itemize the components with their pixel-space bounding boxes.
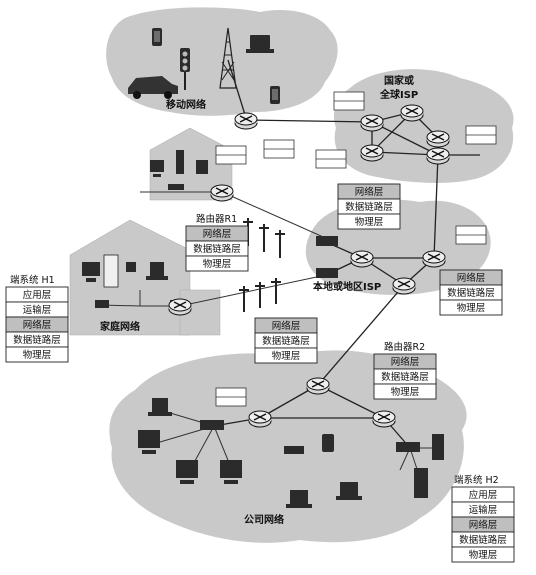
stack-layer-label: 网络层: [272, 320, 301, 332]
switch-icon: [396, 442, 420, 452]
monitor-icon: [138, 430, 160, 448]
stack-layer-label: 物理层: [457, 302, 486, 314]
end-system-h1-label: 端系统 H1: [10, 274, 55, 286]
fridge-icon: [103, 254, 119, 288]
server-icon: [414, 468, 428, 498]
stack-layer-label: 数据链路层: [459, 534, 507, 546]
stack-layer-label: 数据链路层: [13, 334, 61, 346]
home-devices: [82, 254, 188, 308]
cell-tower-icon: [219, 27, 237, 89]
mobile-network-cloud: [106, 7, 338, 116]
stack-layer-label: 网络层: [355, 186, 384, 198]
stack-layer-label: 数据链路层: [193, 243, 241, 255]
local-isp-modems: [316, 236, 338, 278]
router-icon: [168, 298, 192, 316]
router-icon: [306, 377, 330, 395]
stack-layer-label: 物理层: [23, 349, 52, 361]
modem-icon: [316, 268, 338, 278]
stack-layer-label: 网络层: [203, 228, 232, 240]
stack-layer-label: 数据链路层: [447, 287, 495, 299]
stack-layer-label: 运输层: [469, 504, 498, 516]
stack-row: [185, 255, 249, 272]
mobile-network-label: 移动网络: [166, 98, 206, 111]
stack-layer-label: 网络层: [23, 319, 52, 331]
routers: [168, 104, 450, 428]
stack-layer-label: 网络层: [457, 272, 486, 284]
router-icon: [210, 184, 234, 202]
national-isp-label-line1: 国家或: [384, 74, 414, 87]
mobile-devices: [128, 28, 280, 104]
switch-icon: [200, 420, 224, 430]
stack-row: [373, 383, 437, 400]
tablet-icon: [322, 434, 334, 452]
local-isp-label: 本地或地区ISP: [313, 280, 381, 293]
router-icon: [426, 147, 450, 165]
monitor-icon: [150, 160, 164, 172]
router-r1-label: 路由器R1: [196, 213, 237, 225]
modem-icon: [168, 184, 184, 190]
monitor-icon: [82, 262, 100, 276]
end-system-h2-label: 端系统 H2: [454, 474, 499, 486]
laptop-icon: [196, 160, 208, 174]
enterprise-devices: [138, 398, 444, 508]
monitor-icon: [220, 460, 242, 478]
stack-row: [451, 546, 515, 563]
modem-icon: [316, 236, 338, 246]
stack-layer-label: 物理层: [391, 386, 420, 398]
laptop-icon: [340, 482, 358, 496]
fridge-icon: [176, 150, 184, 174]
router-icon: [422, 250, 446, 268]
router-icon: [234, 112, 258, 130]
stack-layer-label: 数据链路层: [262, 335, 310, 347]
mini-stacks: [215, 91, 497, 407]
printer-icon: [284, 446, 304, 454]
home-network-label: 家庭网络: [100, 320, 140, 333]
stack-layer-label: 物理层: [355, 216, 384, 228]
router-icon: [360, 114, 384, 132]
router-r2-label: 路由器R2: [384, 341, 425, 353]
laptop-icon: [152, 398, 168, 412]
monitor-icon: [176, 460, 198, 478]
router-icon: [400, 104, 424, 122]
modem-icon: [95, 300, 109, 308]
router-icon: [426, 130, 450, 148]
stack-layer-label: 运输层: [23, 304, 52, 316]
router-icon: [392, 277, 416, 295]
stack-layer-label: 物理层: [469, 549, 498, 561]
laptop-icon: [290, 490, 308, 504]
router-icon: [360, 144, 384, 162]
stack-row: [254, 347, 318, 364]
stack-layer-label: 网络层: [391, 356, 420, 368]
laptop-icon: [250, 35, 270, 49]
enterprise-network-label: 公司网络: [244, 513, 284, 526]
router-icon: [372, 410, 396, 428]
stack-row: [337, 213, 401, 230]
stack-row: [5, 346, 69, 363]
car-icon: [128, 76, 178, 94]
stack-layer-label: 网络层: [469, 519, 498, 531]
laptop-icon: [150, 262, 164, 276]
national-isp-label-line2: 全球ISP: [379, 88, 418, 101]
stack-layer-label: 应用层: [469, 489, 498, 501]
stack-layer-label: 数据链路层: [345, 201, 393, 213]
router-icon: [350, 250, 374, 268]
thermometer-icon: [126, 262, 136, 272]
stack-layer-label: 数据链路层: [381, 371, 429, 383]
server-icon: [432, 434, 444, 460]
stack-layer-label: 物理层: [203, 258, 232, 270]
stack-row: [439, 299, 503, 316]
router-icon: [248, 410, 272, 428]
stack-layer-label: 应用层: [23, 289, 52, 301]
stack-layer-label: 物理层: [272, 350, 301, 362]
